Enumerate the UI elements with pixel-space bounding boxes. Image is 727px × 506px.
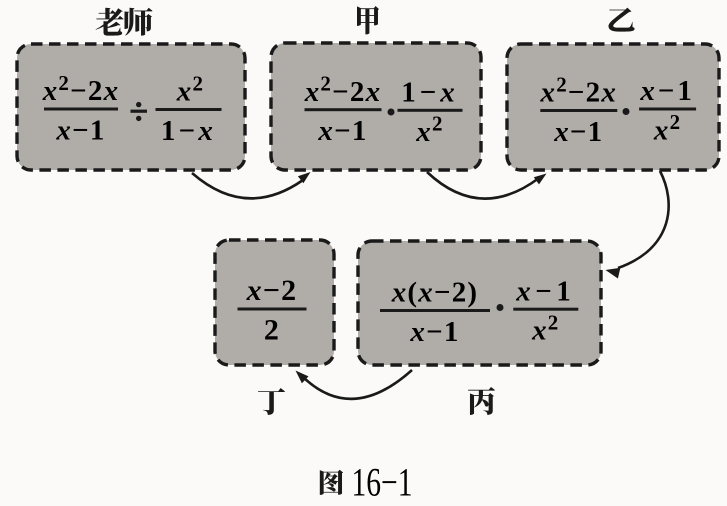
svg-text:x2−2x: x2−2x: [540, 72, 618, 108]
svg-text:x−1: x−1: [515, 275, 575, 307]
svg-text:x−1: x−1: [409, 316, 459, 348]
svg-text:x−1: x−1: [553, 116, 603, 148]
svg-text:x2: x2: [531, 310, 559, 346]
svg-text:x−2: x−2: [246, 274, 298, 307]
svg-text:2: 2: [264, 314, 280, 347]
svg-text:x−1: x−1: [55, 115, 105, 147]
svg-text:x(x−2): x(x−2): [391, 277, 479, 309]
svg-text:1−x: 1−x: [401, 77, 459, 109]
svg-text:x−1: x−1: [317, 115, 367, 147]
svg-text:x2: x2: [653, 110, 681, 146]
svg-text:x2−2x: x2−2x: [42, 71, 120, 107]
svg-text:x2: x2: [415, 111, 443, 147]
svg-text:16−1: 16−1: [352, 460, 413, 502]
svg-text:x2−2x: x2−2x: [304, 72, 382, 108]
svg-text:x2: x2: [176, 71, 204, 107]
svg-text:1−x: 1−x: [161, 115, 216, 147]
svg-text:x−1: x−1: [639, 75, 695, 107]
